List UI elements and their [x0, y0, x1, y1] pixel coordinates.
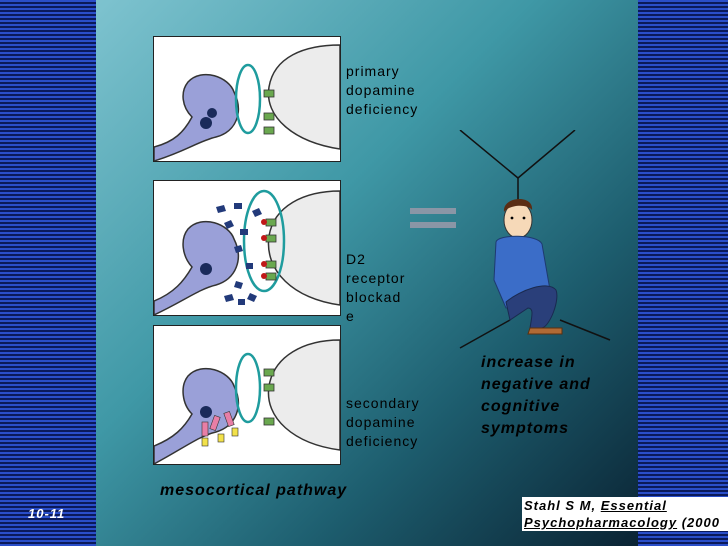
connector-lines	[459, 130, 611, 349]
d2-receptor	[263, 89, 275, 98]
synapse-ring	[234, 352, 262, 424]
antipsychotic-molecules	[216, 203, 262, 305]
blocked-receptors	[261, 218, 277, 281]
d2-receptor	[263, 383, 275, 392]
hair	[503, 198, 533, 212]
d2-receptor	[263, 126, 275, 135]
vesicle	[200, 117, 212, 129]
d2-receptor	[263, 368, 275, 377]
left-stripe-border	[0, 0, 96, 546]
citation-year: (2000	[677, 515, 720, 530]
synapse-diagram-3	[154, 339, 340, 464]
panel-d2-blockade	[153, 180, 341, 316]
slide-number: 10-11	[28, 506, 66, 521]
citation-box: Stahl S M, Essential Psychopharmacology …	[522, 497, 728, 531]
panel-1-label: primary dopamine deficiency	[346, 63, 419, 117]
upregulated-autoreceptors	[201, 411, 239, 447]
synapse-diagram-2	[154, 189, 340, 315]
citation-author: Stahl S M,	[524, 498, 601, 513]
citation-link-title[interactable]: Essential	[600, 498, 667, 513]
result-text: increase in negative and cognitive sympt…	[481, 354, 591, 437]
presynaptic-neuron	[154, 73, 239, 161]
postsynaptic-neuron	[267, 339, 340, 451]
person-figure	[459, 130, 611, 349]
vesicle	[207, 108, 217, 118]
presynaptic-neuron	[154, 220, 239, 315]
vesicle	[200, 263, 212, 275]
synapse-ring	[234, 63, 262, 135]
synapse-diagram-1	[154, 44, 340, 161]
panel-primary-deficiency	[153, 36, 341, 162]
citation-link-title-2[interactable]: Psychopharmacology	[524, 515, 678, 530]
synapse-ring	[242, 189, 286, 293]
panel-2-label: D2 receptor blockad e	[346, 251, 406, 324]
pathway-label: mesocortical pathway	[160, 482, 348, 499]
equals-sign	[410, 208, 456, 228]
pants	[505, 285, 558, 329]
shoe	[527, 327, 563, 335]
postsynaptic-neuron	[267, 44, 340, 150]
d2-receptor	[263, 417, 275, 426]
d2-receptor	[263, 112, 275, 121]
panel-3-label: secondary dopamine deficiency	[346, 395, 420, 449]
vesicle	[200, 406, 212, 418]
right-stripe-border	[638, 0, 728, 546]
panel-secondary-deficiency	[153, 325, 341, 465]
